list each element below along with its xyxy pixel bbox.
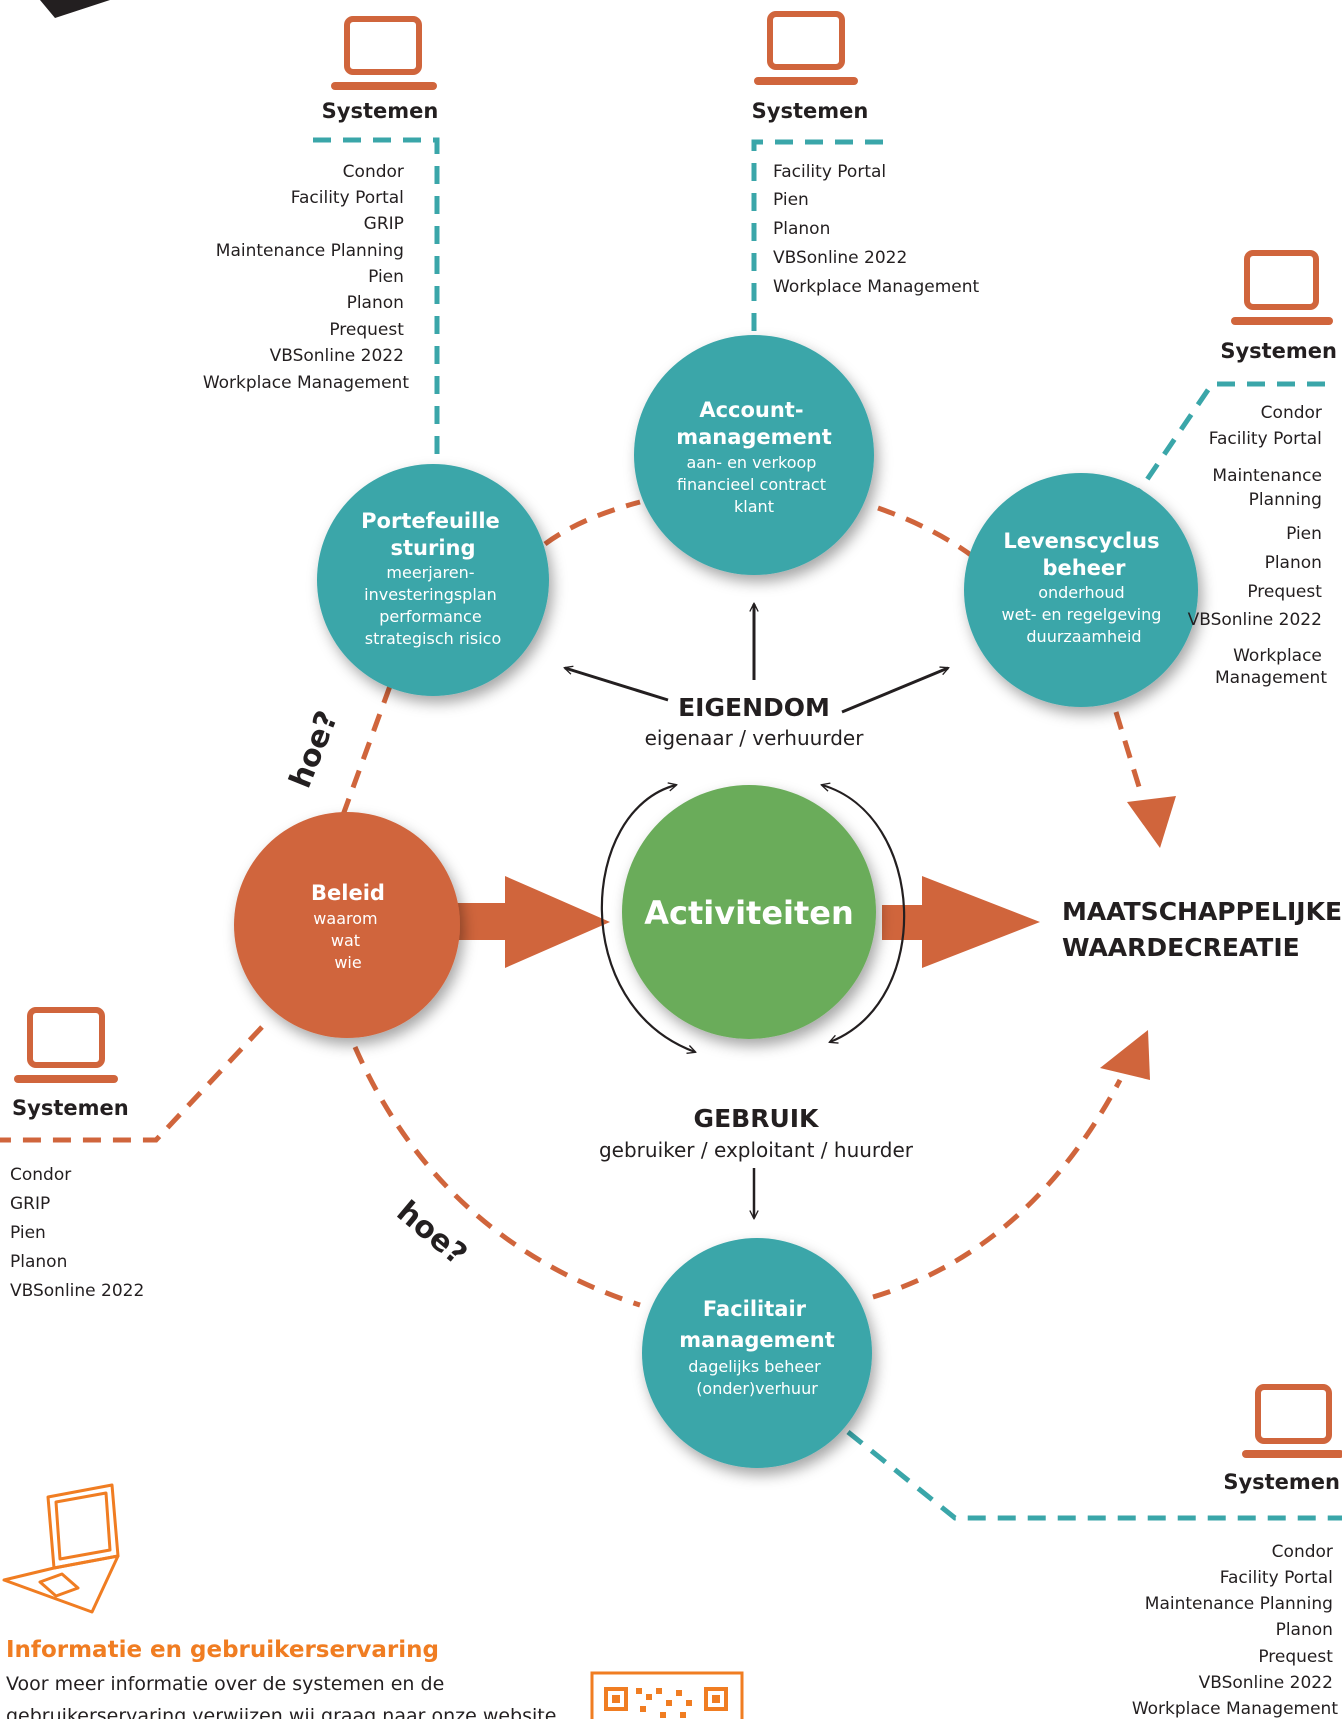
arrowhead-lower	[1100, 1030, 1150, 1080]
systems-list-lifecycle: Condor Facility Portal Maintenance Plann…	[1188, 403, 1328, 688]
account-node	[634, 335, 874, 575]
policy-description: waarom wat wie	[313, 909, 382, 972]
hoe-label-lower: hoe?	[390, 1194, 474, 1272]
account-system-line	[751, 139, 883, 340]
qr-code[interactable]	[590, 1671, 744, 1719]
systems-list-facility: Condor Facility Portal Maintenance Plann…	[1132, 1542, 1339, 1719]
laptop-icon-portfolio	[331, 16, 437, 90]
arrow-to-lifecycle	[841, 668, 948, 714]
systems-heading-lifecycle: Systemen	[1220, 339, 1337, 363]
lifecycle-title: Levenscyclus beheer	[1003, 529, 1164, 580]
facility-node	[642, 1238, 872, 1468]
hoe-label-upper: hoe?	[283, 706, 345, 793]
info-title: Informatie en gebruikerservaring	[6, 1637, 439, 1663]
account-description: aan- en verkoop financieel contract klan…	[677, 453, 831, 516]
cycle-arrow-right	[822, 785, 906, 1042]
portfolio-account-arc	[543, 499, 641, 547]
lifecycle-system-line	[1137, 381, 1325, 492]
systems-heading-policy: Systemen	[12, 1096, 129, 1120]
connectors	[0, 137, 1342, 1521]
systems-heading-facility: Systemen	[1223, 1470, 1340, 1494]
laptop-icon-info	[2, 1483, 120, 1614]
portfolio-system-line	[313, 137, 440, 462]
portfolio-description: meerjaren- investeringsplan performance …	[364, 563, 502, 648]
systems-list-portfolio: Condor Facility Portal GRIP Maintenance …	[203, 162, 410, 393]
lifecycle-outcome-line	[1113, 711, 1143, 791]
systems-heading-account: Systemen	[752, 99, 869, 123]
laptop-icon-account	[754, 11, 858, 85]
account-title: Account- management	[676, 398, 832, 449]
arrow-to-portfolio	[565, 668, 669, 702]
systems-list-account: Facility Portal Pien Planon VBSonline 20…	[773, 162, 980, 297]
laptop-icon-lifecycle	[1231, 250, 1333, 325]
account-lifecycle-arc	[877, 505, 977, 561]
facility-outcome-arc	[872, 1078, 1123, 1300]
policy-to-activities-arrow	[455, 876, 610, 968]
info-text: Voor meer informatie over de systemen en…	[6, 1673, 556, 1719]
laptop-icon-facility	[1242, 1384, 1342, 1458]
usage-roles: gebruiker / exploitant / huurder	[599, 1138, 914, 1162]
corner-decoration	[40, 0, 110, 18]
outcome-label: MAATSCHAPPELIJKE WAARDECREATIE	[1062, 897, 1342, 962]
portfolio-policy-line	[340, 685, 393, 816]
facility-title: Facilitair management	[679, 1297, 835, 1352]
portfolio-node	[317, 464, 549, 696]
systems-list-policy: Condor GRIP Pien Planon VBSonline 2022	[10, 1165, 144, 1301]
policy-node	[234, 812, 460, 1038]
activities-to-outcome-arrow	[882, 876, 1040, 968]
ownership-roles: eigenaar / verhuurder	[645, 726, 865, 750]
facility-system-line	[846, 1430, 1342, 1521]
ownership-title: EIGENDOM	[678, 693, 830, 722]
activities-node	[622, 785, 876, 1039]
policy-system-line	[0, 1025, 264, 1143]
arrowhead-upper	[1127, 796, 1176, 848]
laptop-icon-policy	[14, 1007, 118, 1083]
lifecycle-node	[964, 473, 1198, 707]
cycle-arrow-left	[600, 785, 695, 1052]
policy-title: Beleid	[311, 881, 385, 905]
facility-description: dagelijks beheer (onder)verhuur	[688, 1357, 825, 1398]
portfolio-title: Portefeuille sturing	[361, 509, 505, 560]
systems-heading-portfolio: Systemen	[322, 99, 439, 123]
lifecycle-description: onderhoud wet- en regelgeving duurzaamhe…	[1002, 583, 1167, 646]
policy-facility-arc	[352, 1045, 641, 1308]
activities-title: Activiteiten	[644, 894, 854, 932]
usage-title: GEBRUIK	[694, 1104, 821, 1133]
